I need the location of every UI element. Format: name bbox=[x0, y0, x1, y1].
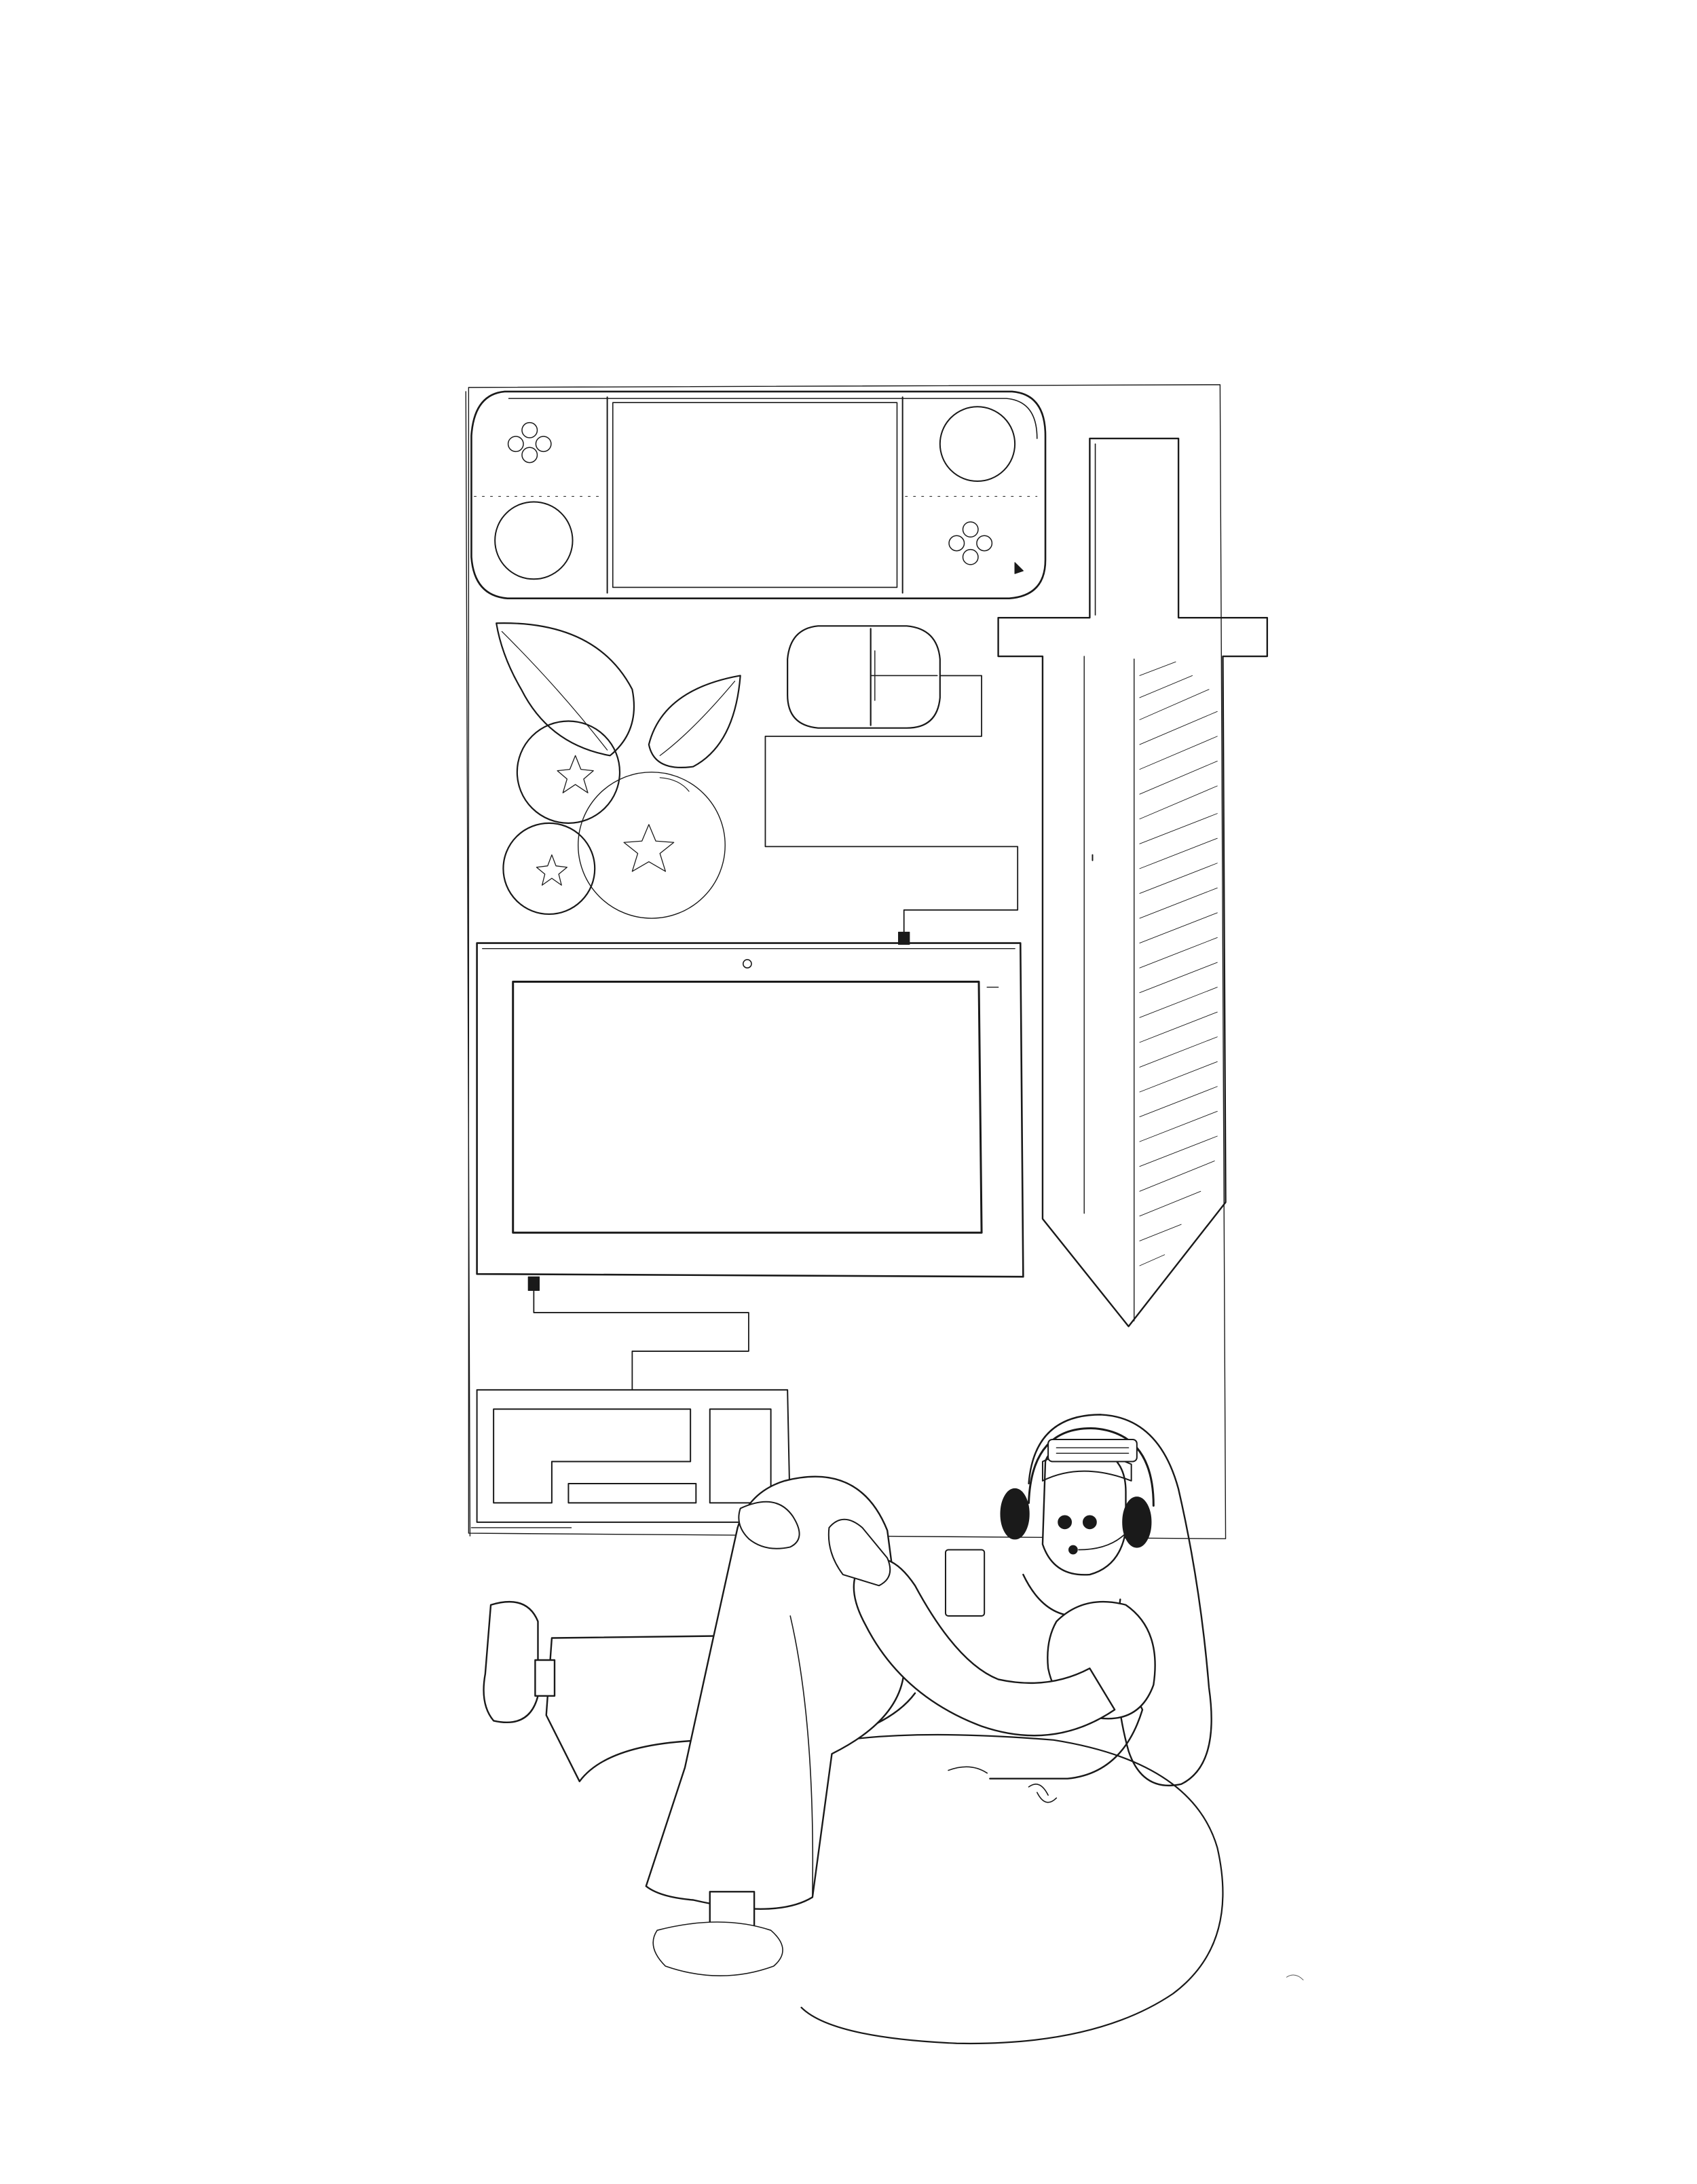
eye bbox=[1058, 1516, 1070, 1528]
back-shoe bbox=[484, 1602, 538, 1722]
hand bbox=[739, 1502, 799, 1549]
person-figure bbox=[484, 1414, 1212, 1976]
front-leg bbox=[646, 1477, 904, 1909]
pencil-mark bbox=[1286, 1975, 1303, 1980]
mouse-icon bbox=[787, 626, 940, 728]
face-buttons-right bbox=[949, 522, 992, 565]
cable-lines bbox=[534, 675, 1018, 1389]
face-buttons-left bbox=[508, 423, 551, 463]
hair bbox=[1029, 1414, 1212, 1785]
sword-icon bbox=[999, 438, 1267, 1326]
beanbag-tie bbox=[948, 1767, 1056, 1802]
blade-hatching bbox=[1140, 662, 1217, 1266]
headset-icon bbox=[1001, 1429, 1154, 1554]
torso bbox=[990, 1575, 1142, 1779]
arm bbox=[854, 1559, 1115, 1736]
eye bbox=[1083, 1516, 1096, 1528]
front-shoe bbox=[653, 1922, 783, 1976]
handheld-console-icon bbox=[471, 392, 1045, 599]
cable-connector bbox=[528, 1277, 539, 1290]
cable-connector bbox=[899, 932, 910, 944]
berry-icon bbox=[503, 721, 725, 919]
monitor-icon bbox=[477, 943, 1024, 1277]
ankle bbox=[535, 1660, 555, 1696]
beanbag-icon bbox=[802, 1735, 1223, 2044]
pant-fold bbox=[790, 1616, 813, 1894]
hand bbox=[829, 1520, 890, 1586]
keyboard-icon bbox=[477, 1390, 791, 1522]
phone-icon bbox=[946, 1549, 984, 1616]
head bbox=[1043, 1446, 1126, 1575]
frame-border bbox=[466, 385, 1225, 1539]
leaf-icon bbox=[496, 623, 740, 768]
